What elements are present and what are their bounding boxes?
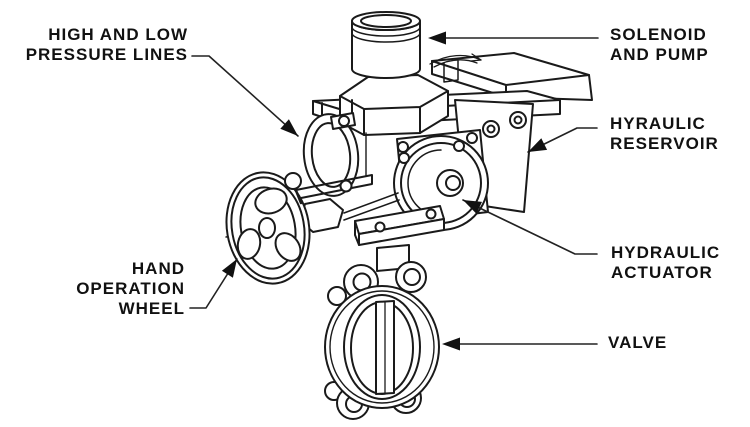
label-hydraulic-actuator-line2: ACTUATOR <box>611 263 713 282</box>
label-valve-line1: VALVE <box>608 333 668 352</box>
label-pressure-lines-line1: HIGH AND LOW <box>48 25 188 44</box>
label-hydraulic-actuator: HYDRAULIC ACTUATOR <box>611 243 720 283</box>
label-solenoid-pump-line1: SOLENOID <box>610 25 707 44</box>
arrowhead-reservoir <box>528 138 548 152</box>
label-hydraulic-reservoir-line1: HYRAULIC <box>610 114 706 133</box>
label-hydraulic-actuator-line1: HYDRAULIC <box>611 243 721 262</box>
label-hand-operation-wheel: HAND OPERATION WHEEL <box>76 259 185 319</box>
hydraulic-actuator-drawing <box>393 129 489 231</box>
pressure-lines-drawing <box>295 99 373 200</box>
label-pressure-lines-line2: PRESSURE LINES <box>25 45 188 64</box>
callout-leader-lines <box>189 37 599 345</box>
hand-wheel-drawing <box>225 171 400 285</box>
butterfly-valve-drawing <box>324 244 440 420</box>
label-pressure-lines: HIGH AND LOW PRESSURE LINES <box>26 25 188 65</box>
label-hand-operation-wheel-line3: WHEEL <box>118 299 185 318</box>
arrowhead-hand-wheel <box>221 259 237 278</box>
label-valve: VALVE <box>608 333 667 353</box>
leader-pressure-lines <box>191 55 299 137</box>
label-hand-operation-wheel-line1: HAND <box>131 259 185 278</box>
arrowhead-pressure-lines <box>280 119 298 136</box>
callout-arrowheads <box>221 31 548 351</box>
label-hydraulic-reservoir-line2: RESERVOIR <box>610 134 719 153</box>
leader-hand-wheel <box>189 258 238 309</box>
arrowhead-actuator <box>463 200 482 214</box>
label-solenoid-pump-line2: AND PUMP <box>610 45 709 64</box>
solenoid-pump-drawing <box>351 11 421 79</box>
label-hand-operation-wheel-line2: OPERATION <box>76 279 185 298</box>
mounting-bracket-drawing <box>354 205 445 246</box>
label-solenoid-pump: SOLENOID AND PUMP <box>610 25 709 65</box>
label-hydraulic-reservoir: HYRAULIC RESERVOIR <box>610 114 719 154</box>
arrowhead-solenoid <box>428 31 446 45</box>
reservoir-bolts <box>482 111 527 138</box>
leader-actuator <box>462 199 598 255</box>
arrowhead-valve <box>442 337 460 351</box>
leader-reservoir <box>527 127 598 153</box>
